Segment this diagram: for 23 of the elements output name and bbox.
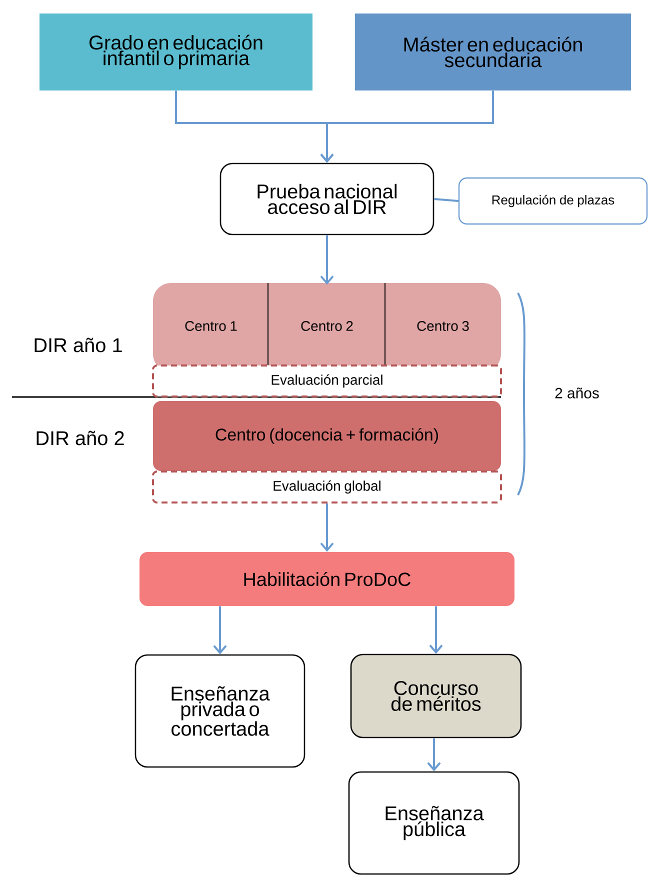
process-box: Concurso de méritos <box>350 654 522 738</box>
process-box: Prueba nacional acceso al DIR <box>220 162 434 236</box>
note-box: Regulación de plazas <box>458 177 648 225</box>
stage-box: Habilitación ProDoC <box>140 552 514 606</box>
side-label: DIR año 1 <box>34 338 122 352</box>
stage-box: Centro (docencia + formación) <box>153 401 501 471</box>
process-box: Enseñanza privada o concertada <box>134 654 306 768</box>
arrow <box>320 90 494 163</box>
degree-box: Máster en educación secundaria <box>355 14 631 90</box>
arrow <box>429 606 443 654</box>
side-label: DIR año 2 <box>36 430 124 446</box>
arrow <box>320 504 334 552</box>
centre-cell: Centro 2 <box>301 321 353 331</box>
arrow <box>320 235 334 285</box>
evaluation-box: Evaluación parcial <box>152 364 502 398</box>
process-box: Enseñanza pública <box>348 771 520 875</box>
centre-cell: Centro 1 <box>185 321 237 331</box>
evaluation-box: Evaluación global <box>152 470 502 504</box>
centre-cell: Centro 3 <box>417 321 469 331</box>
side-label: 2 años <box>555 388 599 398</box>
arrow <box>427 738 441 772</box>
degree-box: Grado en educación infantil o primaria <box>40 14 312 90</box>
arrow <box>213 606 227 654</box>
